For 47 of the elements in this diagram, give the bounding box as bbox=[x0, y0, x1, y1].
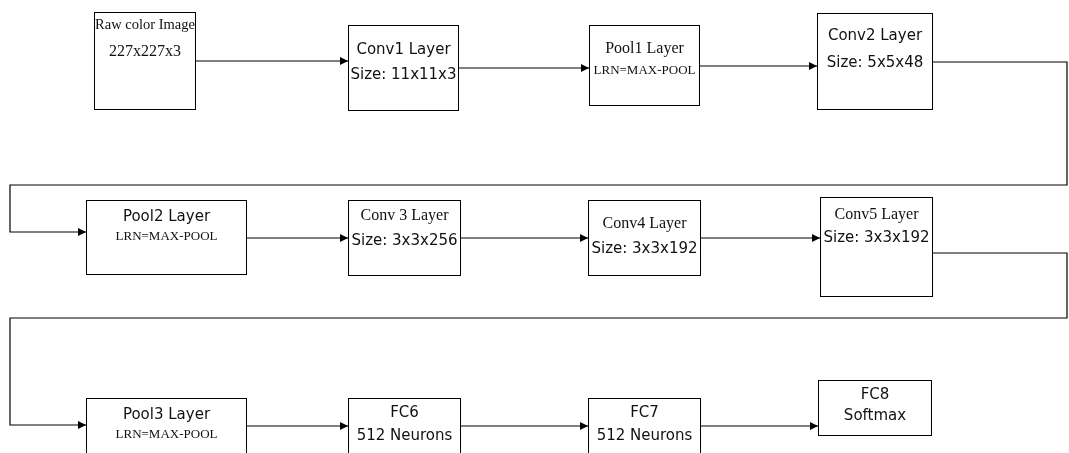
layer-name: Conv5 Layer bbox=[834, 204, 919, 224]
layer-box bbox=[86, 200, 247, 275]
layer-detail: 512 Neurons bbox=[356, 425, 453, 445]
layer-box bbox=[588, 398, 701, 453]
layer-detail: Size: 3x3x192 bbox=[591, 239, 698, 258]
layer-name: FC7 bbox=[630, 403, 659, 422]
layer-detail: LRN=MAX-POOL bbox=[593, 62, 696, 79]
layer-name: Conv4 Layer bbox=[602, 213, 687, 233]
layer-name: Pool3 Layer bbox=[122, 405, 211, 424]
arrow bbox=[246, 421, 349, 431]
layer-detail: LRN=MAX-POOL bbox=[115, 227, 218, 244]
arrow bbox=[699, 61, 818, 71]
layer-box bbox=[820, 197, 933, 297]
layer-name: Pool2 Layer bbox=[122, 207, 211, 226]
arrow bbox=[458, 63, 590, 73]
layer-box bbox=[94, 12, 196, 110]
arrow bbox=[460, 421, 589, 431]
arrow bbox=[9, 61, 1068, 237]
layer-detail: 227x227x3 bbox=[109, 41, 181, 62]
layer-box bbox=[588, 200, 701, 276]
layer-name: FC6 bbox=[390, 403, 419, 422]
layer-detail: Size: 3x3x256 bbox=[351, 231, 458, 250]
layer-box bbox=[348, 200, 461, 276]
arrow bbox=[700, 233, 821, 243]
arrow bbox=[246, 233, 349, 243]
layer-name: Conv2 Layer bbox=[827, 26, 923, 45]
layer-name: Conv 3 Layer bbox=[360, 205, 449, 225]
layer-box bbox=[589, 25, 700, 106]
layer-box bbox=[817, 13, 933, 110]
layer-box bbox=[348, 398, 461, 453]
layer-detail: Softmax bbox=[843, 405, 907, 425]
arrow bbox=[460, 233, 589, 243]
layer-detail: LRN=MAX-POOL bbox=[115, 425, 218, 442]
layer-box bbox=[818, 380, 932, 436]
arrow bbox=[195, 56, 349, 66]
layer-detail: 512 Neurons bbox=[596, 425, 693, 445]
layer-detail: Size: 3x3x192 bbox=[823, 228, 930, 247]
arrow bbox=[9, 252, 1068, 430]
layer-detail: Size: 5x5x48 bbox=[826, 52, 924, 72]
arrow bbox=[700, 421, 819, 431]
layer-name: Conv1 Layer bbox=[356, 40, 451, 59]
layer-box bbox=[348, 25, 459, 111]
layer-name: Pool1 Layer bbox=[605, 38, 684, 58]
layer-box bbox=[86, 398, 247, 453]
layer-detail: Size: 11x11x3 bbox=[350, 64, 457, 84]
layer-name: FC8 bbox=[860, 385, 890, 404]
layer-name: Raw color Image bbox=[95, 15, 195, 34]
